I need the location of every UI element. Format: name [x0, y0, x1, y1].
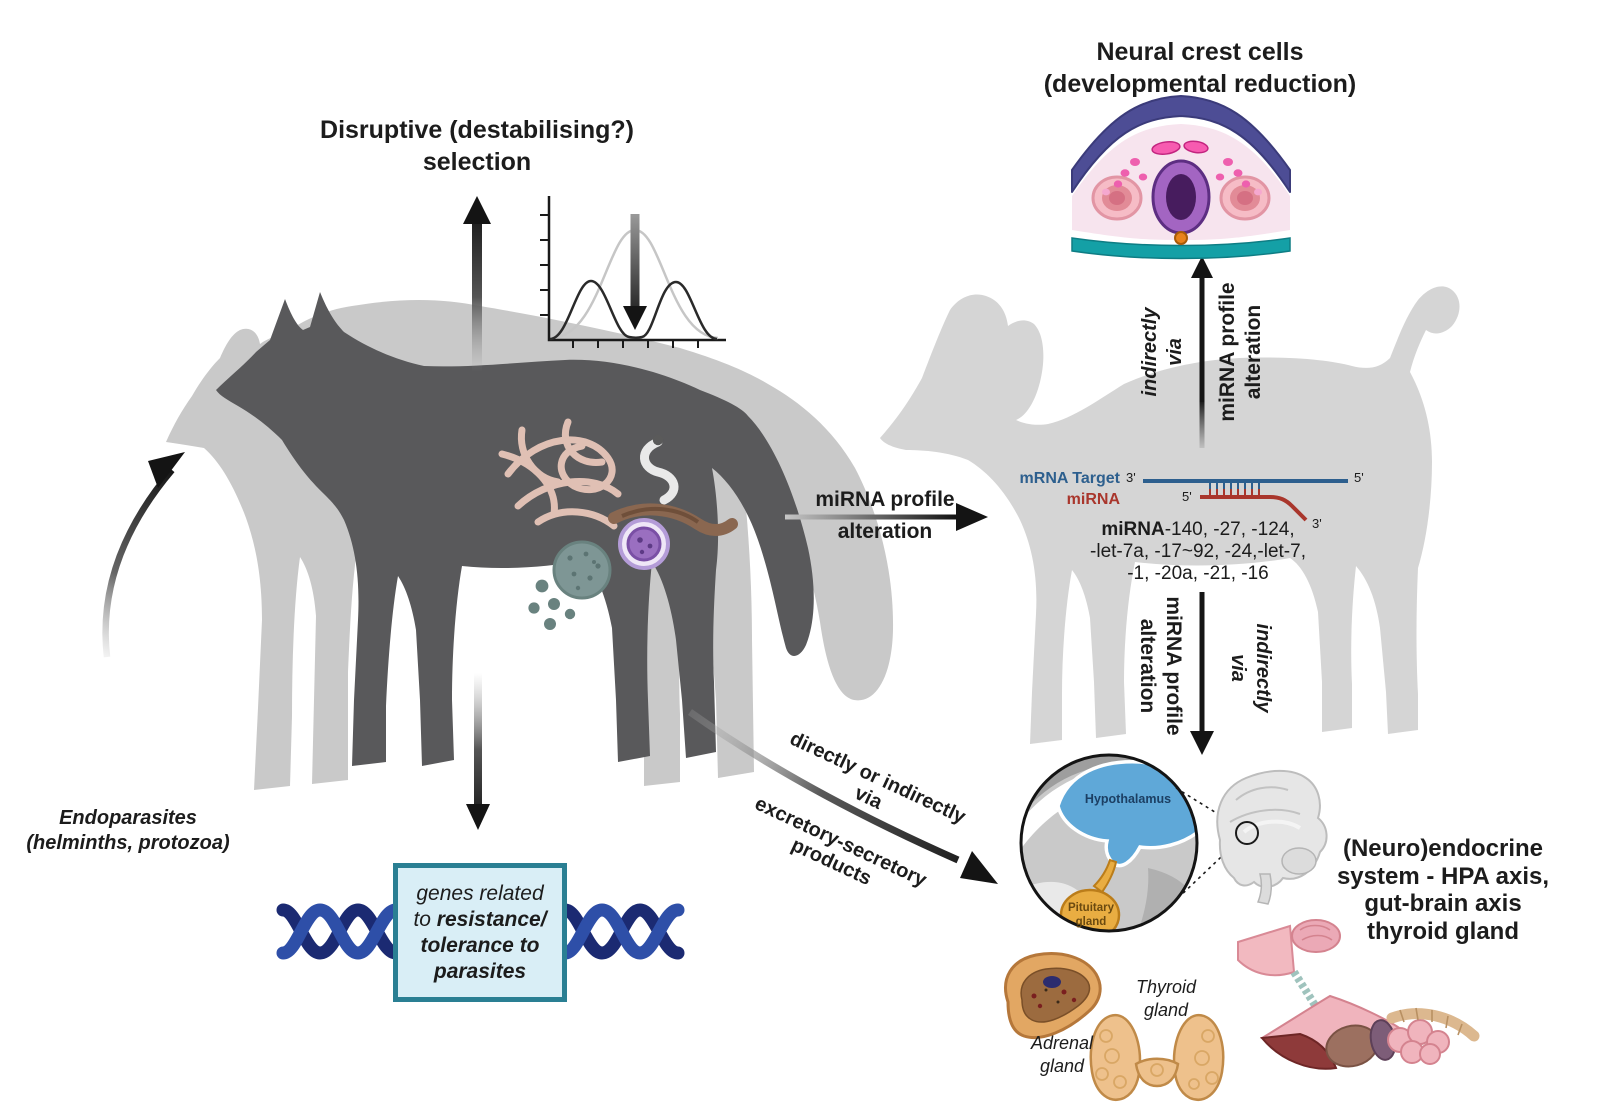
up-arrow-indirectly-label: indirectly via — [1138, 267, 1188, 437]
down-arrow-mirna-label: miRNA profile alteration — [1134, 581, 1186, 751]
neuroendocrine-title-line3: gut-brain axis — [1364, 890, 1522, 917]
neural-tube — [1151, 159, 1211, 235]
horizontal-arrow-label-line1: miRNA profile — [815, 488, 955, 511]
neural-crest-title-line2: (developmental reduction) — [1043, 70, 1357, 98]
to-endocrine-down-arrow-icon — [1190, 592, 1214, 755]
thyroid-label-line1: Thyroid — [1135, 977, 1197, 997]
down-arrow-indirectly-label: indirectly via — [1225, 583, 1275, 753]
gene-box-line3: tolerance to — [420, 933, 540, 957]
zoom-target-circle — [1235, 821, 1259, 845]
pituitary-label-line1: Pituitary — [1067, 902, 1114, 914]
mrna-3prime-label: 3' — [1126, 470, 1136, 485]
thyroid-label: Thyroid gland — [1118, 976, 1214, 1022]
mirna-5prime-label: 5' — [1182, 489, 1192, 504]
mirna-strand-line — [1200, 495, 1308, 522]
neural-crest-endoderm-band — [1071, 237, 1291, 260]
adrenal-label: Adrenal gland — [1012, 1032, 1112, 1078]
base-pair-ticks-top — [1209, 483, 1260, 489]
mrna-target-label: mRNA Target — [1019, 470, 1120, 487]
mirna-list-line3: -1, -20a, -21, -16 — [1127, 563, 1269, 584]
gene-box-line1: genes related — [416, 881, 544, 905]
dog-silhouette — [880, 286, 1460, 744]
mirna-3prime-label: 3' — [1312, 516, 1322, 531]
adrenal-label-line2: gland — [1039, 1056, 1085, 1076]
neuroendocrine-title-line4: thyroid gland — [1367, 917, 1519, 945]
mirna-list: miRNA-140, -27, -124, -let-7a, -17~92, -… — [1048, 519, 1348, 585]
horizontal-arrow-label-line2: alteration — [837, 520, 933, 543]
mirna-alteration-right-arrow-icon — [785, 503, 988, 531]
colon-segments — [1399, 1007, 1463, 1036]
neuroendocrine-title: (Neuro)endocrine system - HPA axis, gut-… — [1283, 835, 1600, 945]
pituitary-label-line2: gland — [1075, 916, 1107, 928]
down-arrow-mirna-line2: alteration — [1136, 618, 1159, 714]
gut-brain-organs-icon — [1237, 919, 1480, 1070]
trachea-icon — [1290, 969, 1322, 1013]
somite-left — [1091, 175, 1143, 221]
neuroendocrine-title-line2: system - HPA axis, — [1336, 862, 1550, 890]
disruptive-selection-title-line2: selection — [422, 148, 532, 176]
chart-down-arrow-icon — [623, 214, 647, 330]
mirna-label: miRNA — [1066, 491, 1120, 508]
neuroendocrine-title-line1: (Neuro)endocrine — [1342, 835, 1543, 862]
up-arrow-indirectly-line2: via — [1164, 338, 1186, 366]
neural-crest-cells-icon — [1102, 140, 1262, 196]
intestines-icon — [1387, 1019, 1450, 1065]
down-arrow-indirectly-line2: via — [1227, 654, 1249, 682]
endoparasites-label-line1: Endoparasites — [59, 807, 197, 829]
colon-icon — [1386, 1008, 1480, 1042]
hypothalamus-label: Hypothalamus — [1084, 792, 1172, 806]
brain-sagittal-icon — [1216, 769, 1328, 905]
head-profile-icon — [1237, 924, 1296, 977]
liver-icon — [1260, 1032, 1338, 1070]
chart-axes — [547, 196, 726, 342]
to-neural-crest-up-arrow-icon — [1191, 256, 1213, 448]
bimodal-curve — [549, 279, 718, 341]
excretory-products-arrow-icon — [687, 709, 998, 884]
mirna-list-line2: -let-7a, -17~92, -24,-let-7, — [1090, 541, 1306, 562]
mirna-list-line1: miRNA-140, -27, -124, — [1101, 519, 1295, 540]
up-arrow-indirectly-line1: indirectly — [1139, 307, 1161, 397]
neural-crest-illustration — [1071, 95, 1291, 260]
neural-crest-title: Neural crest cells (developmental reduct… — [1000, 36, 1400, 100]
chart-ticks — [540, 214, 699, 348]
notochord-dot — [1174, 231, 1188, 245]
base-pair-ticks-bottom — [1209, 489, 1260, 495]
up-arrow-mirna-label: miRNA profile alteration — [1215, 267, 1267, 437]
adrenal-gland-icon — [1004, 952, 1102, 1039]
gene-box-line4: parasites — [433, 959, 527, 983]
hypothalamus-pituitary-inset — [1019, 753, 1240, 933]
disruptive-selection-title-line1: Disruptive (destabilising?) — [320, 116, 634, 144]
adrenal-label-line1: Adrenal — [1030, 1033, 1094, 1053]
up-arrow-mirna-line2: alteration — [1242, 304, 1265, 400]
endoparasites-label: Endoparasites (helminths, protozoa) — [8, 806, 248, 856]
thyroid-lobules — [1095, 1029, 1219, 1090]
selection-up-arrow-icon — [463, 196, 491, 372]
down-arrow-indirectly-line1: indirectly — [1252, 623, 1274, 713]
gene-box-line2: to resistance/ — [413, 907, 547, 931]
genes-resistance-box: genes related to resistance/ tolerance t… — [393, 863, 567, 1002]
wolf-to-genes-down-arrow-icon — [466, 673, 490, 830]
thyroid-label-line2: gland — [1143, 1000, 1189, 1020]
mrna-mirna-pairing-diagram — [1143, 479, 1348, 522]
endoparasites-label-line2: (helminths, protozoa) — [26, 832, 230, 854]
wolf-silhouette-dark — [216, 292, 814, 766]
hypothalamus-shape — [1056, 760, 1197, 868]
thyroid-gland-icon — [1089, 1013, 1225, 1101]
disruptive-selection-title: Disruptive (destabilising?) selection — [277, 114, 677, 178]
dna-helix-icon — [276, 903, 685, 960]
selection-distribution-chart — [540, 196, 726, 348]
mrna-5prime-label: 5' — [1354, 470, 1364, 485]
up-arrow-mirna-line1: miRNA profile — [1216, 282, 1239, 422]
neural-crest-ectoderm-band — [1071, 95, 1291, 193]
somite-right — [1219, 175, 1271, 221]
neural-crest-title-line1: Neural crest cells — [1096, 38, 1304, 66]
pituitary-label: Pituitary gland — [1056, 901, 1126, 929]
endoparasites-to-wolf-arrow-icon — [102, 452, 185, 658]
down-arrow-mirna-line1: miRNA profile — [1162, 596, 1185, 736]
